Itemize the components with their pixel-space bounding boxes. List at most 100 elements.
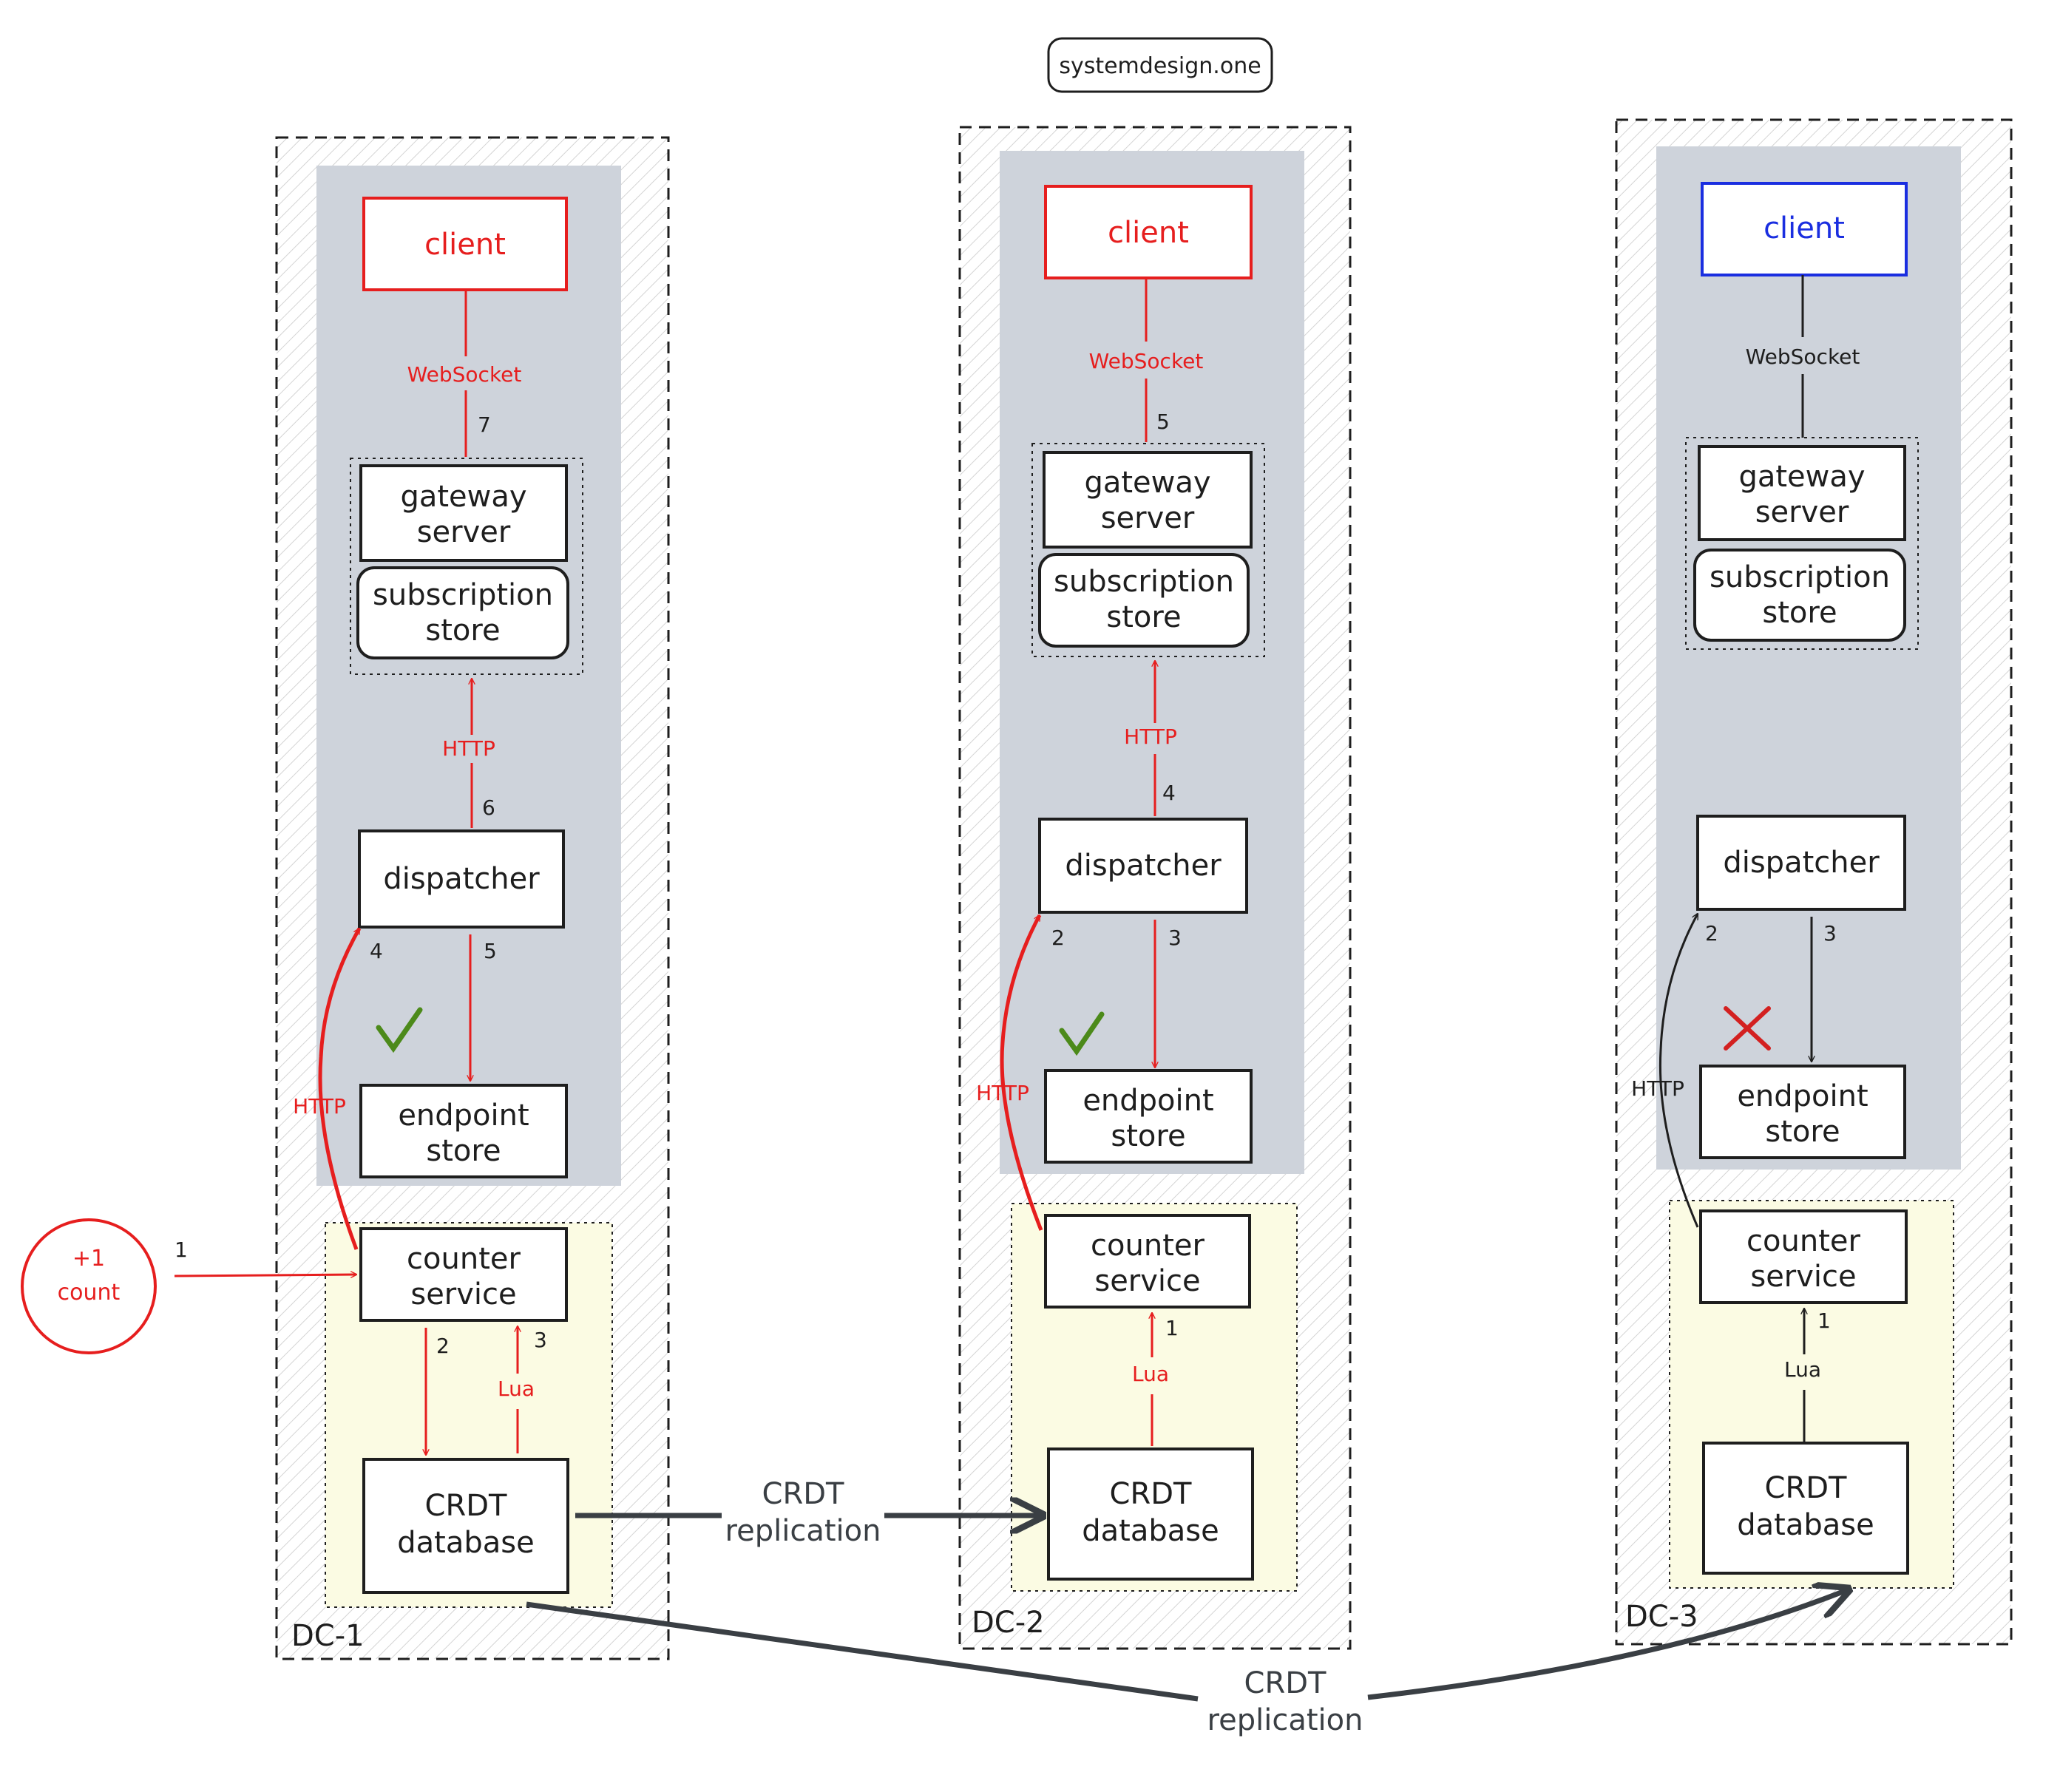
gateway-server-box: gateway server — [1698, 445, 1906, 541]
lua-label: Lua — [498, 1377, 535, 1401]
app-tier-panel — [316, 166, 621, 1186]
svg-text:gateway: gateway — [400, 480, 526, 514]
svg-text:client: client — [1108, 216, 1189, 250]
svg-text:store: store — [426, 1134, 501, 1168]
svg-text:+1: +1 — [72, 1246, 105, 1272]
svg-text:client: client — [1763, 211, 1845, 245]
datacenter-label: DC-3 — [1625, 1600, 1698, 1634]
step-label: 4 — [370, 939, 383, 963]
websocket-label: WebSocket — [1746, 345, 1860, 369]
client-box: client — [1044, 185, 1253, 279]
brand-badge: systemdesign.one — [1047, 37, 1273, 93]
step-label: 5 — [1156, 410, 1170, 434]
svg-text:CRDT: CRDT — [1244, 1666, 1327, 1700]
http-label: HTTP — [293, 1094, 346, 1119]
datacenter-label: DC-1 — [291, 1619, 365, 1653]
gateway-server-box: gateway server — [359, 464, 568, 562]
svg-text:service: service — [1094, 1264, 1200, 1298]
http-arrow-to-dispatcher — [1658, 914, 1699, 1228]
svg-text:counter: counter — [1091, 1229, 1205, 1263]
step-label: 7 — [478, 413, 491, 437]
counter-service-box: counter service — [359, 1227, 568, 1322]
checkmark-icon — [376, 1007, 423, 1053]
svg-text:dispatcher: dispatcher — [1065, 849, 1222, 883]
crdt-database-box: CRDT database — [1702, 1442, 1909, 1575]
checkmark-icon — [1059, 1011, 1105, 1056]
svg-text:count: count — [58, 1280, 121, 1306]
step-label: 4 — [1162, 781, 1176, 805]
crdt-database-box: CRDT database — [1047, 1447, 1254, 1581]
step-label: 2 — [1051, 926, 1065, 950]
svg-text:gateway: gateway — [1738, 460, 1865, 494]
step-label: 1 — [1165, 1316, 1179, 1340]
app-tier-panel — [1656, 146, 1961, 1170]
brand-label: systemdesign.one — [1059, 53, 1261, 79]
dispatcher-box: dispatcher — [358, 829, 565, 929]
step-label: 3 — [1823, 921, 1837, 946]
subscription-store-box: subscription store — [1693, 549, 1906, 642]
svg-text:CRDT: CRDT — [1765, 1471, 1848, 1505]
svg-text:server: server — [1755, 495, 1849, 529]
websocket-label: WebSocket — [407, 362, 522, 387]
endpoint-store-box: endpoint store — [1044, 1069, 1253, 1164]
counter-service-box: counter service — [1044, 1214, 1251, 1309]
dispatcher-box: dispatcher — [1038, 818, 1248, 914]
step-label: 3 — [1168, 926, 1182, 950]
svg-text:CRDT: CRDT — [762, 1477, 845, 1511]
svg-text:database: database — [1082, 1514, 1219, 1548]
http-label: HTTP — [976, 1081, 1029, 1105]
svg-text:replication: replication — [1207, 1703, 1363, 1737]
http-arrow-to-dispatcher — [318, 929, 362, 1250]
svg-text:endpoint: endpoint — [1737, 1079, 1868, 1113]
gateway-group — [350, 458, 583, 675]
svg-text:CRDT: CRDT — [1110, 1477, 1193, 1511]
increment-arrow — [174, 1275, 356, 1276]
svg-text:subscription: subscription — [373, 578, 553, 612]
step-label: 6 — [482, 795, 495, 820]
endpoint-store-box: endpoint store — [1699, 1065, 1906, 1159]
svg-text:counter: counter — [407, 1242, 521, 1276]
subscription-store-box: subscription store — [356, 566, 569, 659]
svg-text:subscription: subscription — [1054, 565, 1234, 599]
subscription-store-box: subscription store — [1038, 553, 1250, 648]
cross-icon — [1724, 1006, 1771, 1051]
svg-text:client: client — [424, 228, 506, 262]
step-label: 1 — [175, 1238, 188, 1262]
datacenter-1: DC-1 client WebSocket 7 gateway server s… — [275, 136, 670, 1660]
step-label: 3 — [534, 1328, 547, 1352]
svg-text:store: store — [1765, 1115, 1840, 1149]
increment-count-input: +1 count — [21, 1218, 157, 1354]
svg-text:store: store — [425, 614, 500, 648]
crdt-database-box: CRDT database — [362, 1458, 569, 1594]
svg-text:server: server — [1101, 501, 1195, 535]
http-label: HTTP — [442, 736, 495, 761]
step-label: 1 — [1817, 1309, 1831, 1333]
svg-text:CRDT: CRDT — [425, 1489, 508, 1523]
datacenter-3: DC-3 client WebSocket gateway server sub… — [1615, 118, 2013, 1646]
svg-text:endpoint: endpoint — [398, 1099, 529, 1133]
step-label: 5 — [484, 939, 497, 963]
lua-label: Lua — [1784, 1357, 1821, 1382]
lua-label: Lua — [1132, 1362, 1169, 1386]
svg-text:replication: replication — [725, 1514, 881, 1548]
datacenter-2: DC-2 client WebSocket 5 gateway server s… — [958, 126, 1352, 1650]
svg-text:database: database — [1737, 1508, 1874, 1542]
client-box: client — [362, 197, 568, 291]
svg-text:dispatcher: dispatcher — [383, 862, 540, 896]
svg-text:endpoint: endpoint — [1082, 1084, 1213, 1118]
svg-text:store: store — [1111, 1119, 1185, 1153]
http-arrow-to-dispatcher — [1000, 915, 1043, 1231]
websocket-label: WebSocket — [1089, 349, 1204, 373]
svg-text:service: service — [410, 1277, 516, 1311]
counter-service-box: counter service — [1699, 1209, 1908, 1304]
svg-text:dispatcher: dispatcher — [1723, 846, 1880, 880]
app-tier-panel — [1000, 151, 1304, 1174]
svg-text:database: database — [397, 1526, 534, 1560]
gateway-server-box: gateway server — [1043, 451, 1253, 549]
svg-text:counter: counter — [1746, 1224, 1860, 1258]
replication-dc1-to-dc2: CRDT replication — [575, 1477, 1043, 1548]
svg-text:store: store — [1762, 596, 1837, 630]
http-label: HTTP — [1631, 1076, 1684, 1101]
replication-dc1-to-dc3: CRDT replication — [526, 1589, 1849, 1737]
